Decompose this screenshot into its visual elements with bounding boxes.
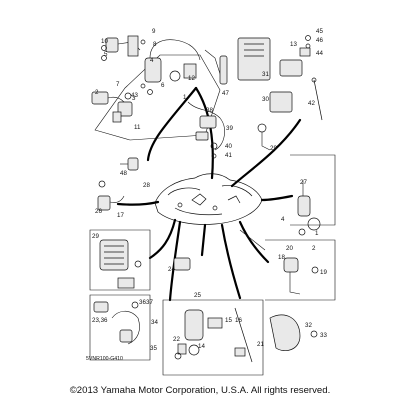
callout-28: 28 [143, 182, 150, 189]
callout-45: 45 [316, 28, 323, 35]
callout-9: 9 [152, 28, 156, 35]
drawing-code: 5VNR100-G410 [86, 356, 123, 362]
callout-39: 39 [226, 125, 233, 132]
callout-23-36: 23,36 [92, 317, 108, 324]
callout-17: 17 [117, 212, 124, 219]
callout-41: 41 [225, 152, 232, 159]
lower-left-panel [89, 229, 151, 361]
right-side-cluster [290, 154, 336, 236]
callout-8: 8 [153, 41, 157, 48]
callout-35: 35 [150, 345, 157, 352]
callout-24: 24 [168, 266, 175, 273]
callout-5: 5 [104, 51, 108, 58]
lower-right-cluster [239, 229, 336, 351]
upper-right-cluster [237, 35, 323, 121]
callout-29-b: 29 [92, 233, 99, 240]
callout-10: 10 [101, 38, 108, 45]
callout-47: 47 [222, 90, 229, 97]
callout-33: 33 [320, 332, 327, 339]
callout-32: 32 [305, 322, 312, 329]
callout-38: 38 [206, 107, 213, 114]
callout-15: 15 [225, 317, 232, 324]
callout-21: 21 [257, 341, 264, 348]
callout-43: 43 [131, 92, 138, 99]
callout-42: 42 [308, 100, 315, 107]
lower-center-cluster [162, 257, 264, 376]
callout-20: 20 [286, 245, 293, 252]
left-side-cluster [97, 157, 139, 211]
callout-16: 16 [235, 317, 242, 324]
callout-29: 29 [270, 145, 277, 152]
callout-13: 13 [290, 41, 297, 48]
callout-46: 46 [316, 37, 323, 44]
callout-6: 6 [161, 82, 165, 89]
motorcycle-outline [154, 173, 263, 225]
callout-7: 7 [116, 81, 120, 88]
callout-27: 27 [300, 179, 307, 186]
callout-4: 4 [150, 57, 154, 64]
callout-11: 11 [134, 124, 141, 131]
callout-26: 26 [95, 208, 102, 215]
callout-30: 30 [262, 96, 269, 103]
callout-2-b: 2 [312, 245, 316, 252]
callout-36: 36 [139, 299, 146, 306]
callout-18: 18 [278, 254, 285, 261]
callout-22: 22 [173, 336, 180, 343]
callout-34: 34 [151, 319, 158, 326]
callout-14: 14 [198, 343, 205, 350]
callout-12: 12 [188, 75, 195, 82]
copyright-notice: ©2013 Yamaha Motor Corporation, U.S.A. A… [69, 385, 331, 396]
callout-1-b: 1 [315, 230, 319, 237]
callout-40: 40 [225, 143, 232, 150]
callout-19: 19 [320, 269, 327, 276]
callout-3: 3 [132, 95, 136, 102]
callout-37: 37 [146, 299, 153, 306]
upper-left-cluster [91, 35, 228, 141]
callout-48: 48 [120, 170, 127, 177]
callout-1: 1 [183, 94, 187, 101]
center-top-cluster [187, 101, 271, 159]
callout-4-b: 4 [281, 216, 285, 223]
callout-2: 2 [95, 89, 99, 96]
callout-44: 44 [316, 50, 323, 57]
callout-31: 31 [262, 71, 269, 78]
callout-25: 25 [194, 292, 201, 299]
